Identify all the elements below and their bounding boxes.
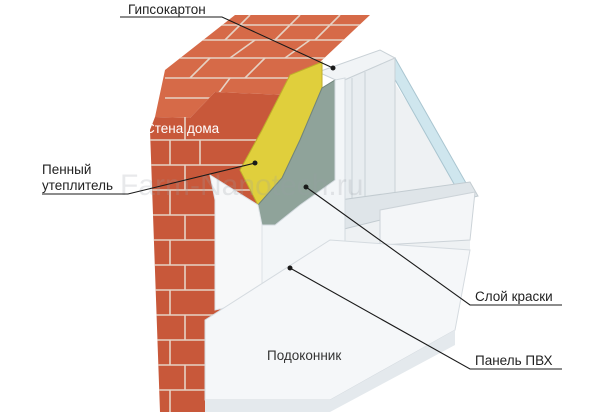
label-house-wall: Стена дома bbox=[145, 121, 220, 136]
window-frame bbox=[316, 49, 479, 246]
label-drywall: Гипсокартон bbox=[128, 2, 206, 17]
leader-paint-layer bbox=[305, 186, 562, 306]
label-sill: Подоконник bbox=[267, 348, 341, 363]
leader-drywall bbox=[120, 16, 334, 69]
leader-foam-insulation bbox=[42, 162, 256, 195]
leader-foam-insulation-dot bbox=[252, 160, 258, 166]
label-foam-insulation-2: утеплитель bbox=[42, 178, 113, 193]
label-pvc-panel: Панель ПВХ bbox=[475, 353, 553, 368]
leader-lines bbox=[42, 16, 562, 370]
watermark: Farm-Nanotech.ru bbox=[120, 169, 363, 202]
leader-pvc-panel-dot bbox=[287, 265, 293, 271]
leader-drywall-dot bbox=[330, 65, 336, 71]
leader-pvc-panel bbox=[289, 267, 562, 370]
label-foam-insulation-1: Пенный bbox=[42, 162, 91, 177]
window-sill bbox=[204, 239, 471, 412]
label-paint-layer: Слой краски bbox=[475, 289, 553, 304]
leader-paint-layer-dot bbox=[303, 184, 309, 190]
